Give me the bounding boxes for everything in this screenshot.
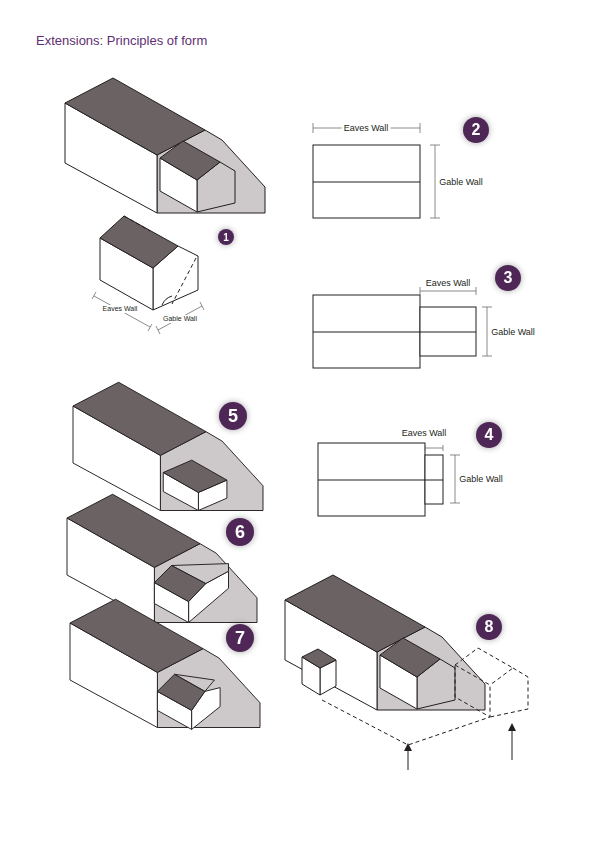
- drawing-stroke: [302, 649, 336, 668]
- circle-fill: [219, 402, 247, 430]
- circle-fill: [226, 518, 254, 546]
- drawing-stroke: [404, 743, 412, 751]
- callout-circle: 6: [226, 518, 254, 546]
- dimension-label: Gable Wall: [457, 474, 505, 484]
- drawing-stroke: [313, 145, 420, 218]
- callout-number: 8: [476, 614, 502, 640]
- drawing-stroke: [100, 216, 178, 268]
- label-anchor: Gable Wall: [457, 474, 505, 484]
- drawing-stroke: [154, 564, 228, 623]
- dimension-label: Gable Wall: [161, 315, 199, 323]
- drawing-stroke: [380, 638, 455, 709]
- drawing-stroke: [157, 674, 220, 729]
- callout-circle: 5: [219, 402, 247, 430]
- circle-fill: [218, 229, 234, 245]
- circle-fill: [476, 422, 502, 448]
- house-figure: [73, 382, 263, 510]
- callout-number: 2: [463, 117, 489, 143]
- drawing-stroke: [512, 730, 513, 760]
- label-anchor: Eaves Wall: [424, 278, 473, 288]
- callout-circle: 8: [476, 614, 502, 640]
- callout-number: 7: [226, 624, 254, 652]
- label-anchor: Eaves Wall: [101, 305, 140, 313]
- drawing-stroke: [162, 296, 172, 305]
- drawing-stroke: [73, 382, 263, 510]
- label-anchor: Eaves Wall: [400, 428, 449, 438]
- callout-circle: 7: [226, 624, 254, 652]
- label-anchor: Eaves Wall: [342, 123, 391, 133]
- house-figure: [65, 78, 265, 213]
- drawing-stroke: [163, 460, 227, 510]
- drawing-stroke: [67, 494, 257, 622]
- callout-circle: 1: [218, 229, 234, 245]
- callout-number: 3: [495, 265, 521, 291]
- drawing-stroke: [425, 445, 443, 451]
- drawing-stroke: [420, 287, 476, 295]
- dimension-label: Eaves Wall: [101, 305, 140, 313]
- drawing-stroke: [172, 258, 196, 304]
- callout-circle: 2: [463, 117, 489, 143]
- drawing-stroke: [313, 123, 420, 133]
- house-figure: [70, 599, 260, 729]
- house-figure: [160, 141, 235, 212]
- callout-number: 6: [226, 518, 254, 546]
- label-anchor: Gable Wall: [161, 315, 199, 323]
- drawing-stroke: [124, 216, 150, 231]
- callout-number: 5: [219, 402, 247, 430]
- callout-circle: 3: [495, 265, 521, 291]
- drawing-stroke: [156, 302, 204, 334]
- drawing-stroke: [408, 750, 409, 770]
- callout-circle: 4: [476, 422, 502, 448]
- callout-number: 1: [218, 229, 234, 245]
- dimension-label: Eaves Wall: [400, 428, 449, 438]
- label-anchor: Gable Wall: [437, 177, 485, 187]
- drawing-stroke: [455, 648, 528, 717]
- drawing-stroke: [313, 332, 476, 333]
- plan-drawing: [318, 443, 460, 516]
- page-title: Extensions: Principles of form: [36, 33, 207, 48]
- plan-drawing: [313, 287, 492, 368]
- callout-number: 4: [476, 422, 502, 448]
- drawing-stroke: [313, 182, 420, 183]
- plan-drawing: [313, 123, 440, 218]
- circle-fill: [476, 614, 502, 640]
- house-figure: [67, 494, 257, 622]
- drawing-stroke: [318, 480, 443, 481]
- house-figure: [285, 575, 528, 770]
- single-house: [92, 216, 204, 334]
- drawing-stroke: [508, 723, 516, 731]
- circle-fill: [463, 117, 489, 143]
- label-anchor: Gable Wall: [489, 327, 537, 337]
- dimension-label: Gable Wall: [437, 177, 485, 187]
- circle-fill: [226, 624, 254, 652]
- drawing-stroke: [92, 292, 152, 331]
- dimension-label: Eaves Wall: [424, 278, 473, 288]
- circle-fill: [495, 265, 521, 291]
- dimension-label: Gable Wall: [489, 327, 537, 337]
- dimension-label: Eaves Wall: [342, 123, 391, 133]
